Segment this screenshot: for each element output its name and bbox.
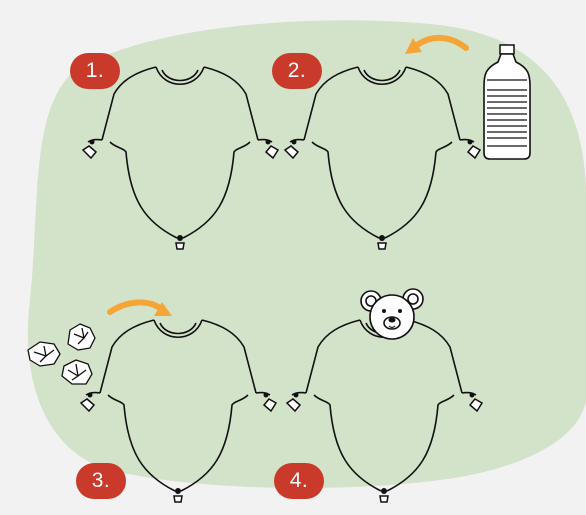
arrow-step-2 bbox=[414, 34, 469, 51]
step-badge-2: 2. bbox=[272, 53, 322, 89]
step-badge-1: 1. bbox=[70, 53, 120, 89]
bottle-icon bbox=[483, 44, 531, 160]
teddy-bear-head-icon bbox=[360, 288, 424, 340]
crumpled-paper-icon bbox=[27, 323, 96, 385]
step-badge-4: 4. bbox=[274, 463, 324, 499]
arrow-step-3 bbox=[107, 299, 163, 315]
background-blob bbox=[27, 20, 586, 489]
step-badge-3: 3. bbox=[76, 463, 126, 499]
